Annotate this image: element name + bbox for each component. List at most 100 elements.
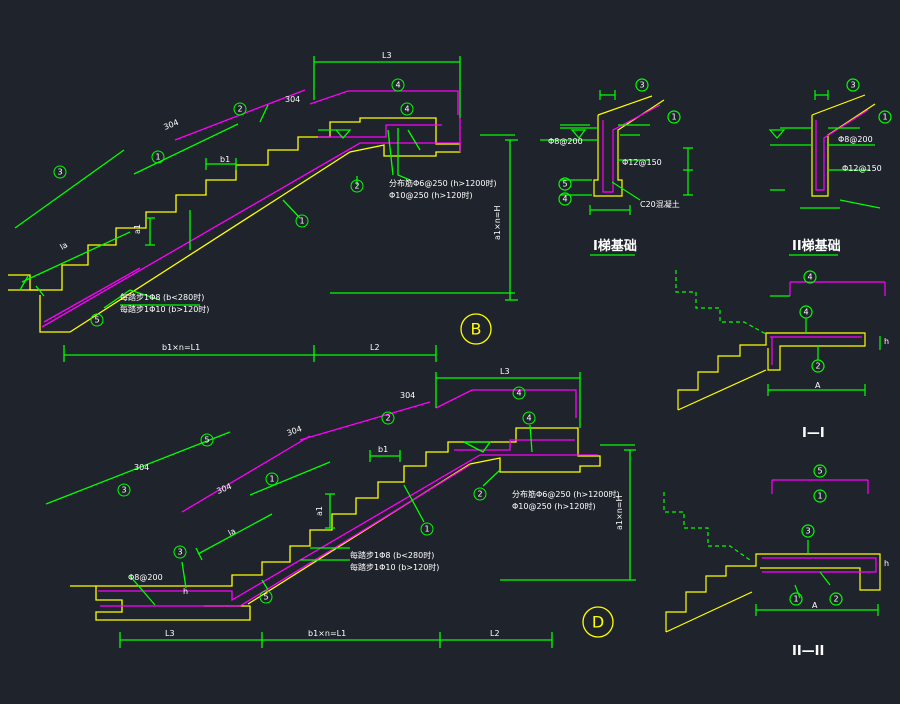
stair-b-markers <box>53 78 414 327</box>
stair-b-dims <box>19 56 518 362</box>
d-dim-n-b1: b1×n=L1 <box>308 629 346 638</box>
stair-d-slope-3 <box>45 431 231 505</box>
d-note-dist-b: Φ10@250 (h>120时) <box>512 501 596 511</box>
label-d-text: D <box>592 613 604 632</box>
marker-4a: 4 <box>395 81 400 90</box>
d-note-stair-a: 每踏步1Φ8 (b<280时) <box>350 550 434 560</box>
detail-ii-m3: 3 <box>850 81 855 90</box>
d-marker-1a: 1 <box>269 475 274 484</box>
detail-i-title: I梯基础 <box>593 238 637 254</box>
detail-i-m3: 3 <box>639 81 644 90</box>
section-i-labels: 4 4 2 A h I—I <box>802 273 889 442</box>
marker-3a: 3 <box>57 168 62 177</box>
marker-5a: 5 <box>94 316 99 325</box>
detail-i-bar200: Φ8@200 <box>548 137 583 146</box>
d-dim-a1: a1 <box>315 506 324 516</box>
stair-b-rebar-neg <box>318 124 442 138</box>
d-marker-5a: 5 <box>263 593 268 602</box>
stair-d-marker-text: 1 2 4 4 1 2 5 3 3 5 <box>121 389 531 602</box>
detail-ii-labels: 3 1 Φ8@200 Φ12@150 II梯基础 <box>792 81 888 255</box>
label-d: D <box>582 606 614 638</box>
stair-d <box>45 372 636 648</box>
stair-d-markers <box>117 386 536 604</box>
stair-b-slope-3 <box>14 149 125 229</box>
detail-i-m5: 5 <box>562 180 567 189</box>
label-b: B <box>460 313 492 345</box>
detail-i-bar150: Φ12@150 <box>622 158 662 167</box>
d-marker-2b: 2 <box>477 490 482 499</box>
stair-d-labels: b1 a1 L3 L3 b1×n=L1 L2 a1×n=H 304 304 30… <box>128 367 624 638</box>
d-lsn-3: 304 <box>134 463 149 472</box>
d-marker-2a: 2 <box>385 414 390 423</box>
stair-b <box>8 56 518 362</box>
sec-ii-m1b: 1 <box>793 595 798 604</box>
stair-b-rebar-main <box>41 142 460 328</box>
d-lsn-1: 304 <box>400 391 415 400</box>
d-dim-b1: b1 <box>378 445 388 454</box>
detail-ii-m1: 1 <box>882 113 887 122</box>
marker-1a: 1 <box>155 153 160 162</box>
section-ii <box>663 464 881 633</box>
stair-d-rebar-neg <box>454 439 575 451</box>
d-note-dist-a: 分布筋Φ6@250 (h>1200时) <box>512 489 620 499</box>
dim-n-a1-top: a1×n=H <box>493 206 502 240</box>
detail-ii-title: II梯基础 <box>792 238 841 254</box>
stair-b-labels: b1 a1 L3 b1×n=L1 L2 a1×n=H 304 304 la 分布… <box>59 51 503 352</box>
lsn-top-2: 304 <box>162 118 180 132</box>
sec-ii-dim-h: h <box>884 559 889 568</box>
stair-b-slope-4 <box>309 90 459 115</box>
sec-i-m4: 4 <box>807 273 812 282</box>
d-dim-l2: L2 <box>490 629 500 638</box>
d-marker-3b: 3 <box>121 486 126 495</box>
d-marker-1b: 1 <box>424 525 429 534</box>
stair-d-dims <box>119 372 636 648</box>
stair-d-rebar-main <box>98 454 598 602</box>
sec-ii-title: II—II <box>792 644 824 659</box>
sec-ii-m5: 5 <box>817 467 822 476</box>
stair-b-slope-1 <box>133 123 239 175</box>
detail-i-labels: 3 1 5 4 Φ12@150 Φ8@200 C20混凝土 I梯基础 <box>548 81 680 255</box>
detail-ii <box>768 78 892 209</box>
sec-ii-m2: 2 <box>833 595 838 604</box>
d-lsn-2: 304 <box>286 424 303 438</box>
dim-a1-top: a1 <box>133 224 142 234</box>
label-b-text: B <box>471 320 482 339</box>
detail-i-m4: 4 <box>562 195 567 204</box>
note-dist-b-top: Φ10@250 (h>120时) <box>389 190 473 200</box>
dim-l2-top: L2 <box>370 343 380 352</box>
marker-4b: 4 <box>404 105 409 114</box>
stair-d-rebar-bottom <box>100 464 471 607</box>
sec-ii-m3: 3 <box>805 527 810 536</box>
d-note-stair-b: 每踏步1Φ10 (b>120时) <box>350 562 439 572</box>
detail-i <box>540 78 693 215</box>
sec-i-m2: 2 <box>815 362 820 371</box>
dim-b1-top: b1 <box>220 155 230 164</box>
section-ii-labels: 5 1 3 1 2 A h II—II <box>792 467 889 660</box>
detail-ii-bar150: Φ12@150 <box>842 164 882 173</box>
stair-b-rebar-top <box>43 267 141 323</box>
stair-b-profile <box>8 117 461 333</box>
sec-i-dim-h: h <box>884 337 889 346</box>
stair-d-slope-2 <box>299 401 431 441</box>
d-lsn-4: 304 <box>215 482 233 496</box>
d-marker-5b: 5 <box>204 436 209 445</box>
d-marker-4a: 4 <box>516 389 521 398</box>
detail-i-mat: C20混凝土 <box>640 199 680 209</box>
lsn-top-1: 304 <box>285 95 300 104</box>
dim-n-b1-top: b1×n=L1 <box>162 343 200 352</box>
d-dim-l3: L3 <box>165 629 175 638</box>
stair-d-slope-1b <box>249 461 331 496</box>
detail-i-m1: 1 <box>671 113 676 122</box>
sec-i-title: I—I <box>802 426 825 441</box>
stair-b-leaders <box>103 104 515 309</box>
d-lsa: la <box>227 526 238 537</box>
stair-d-profile <box>70 427 601 621</box>
marker-2a: 2 <box>237 105 242 114</box>
marker-2b: 2 <box>354 182 359 191</box>
detail-ii-bar200: Φ8@200 <box>838 135 873 144</box>
marker-1b: 1 <box>299 217 304 226</box>
lsa-top: la <box>59 240 70 251</box>
stair-d-slope-4 <box>435 389 577 418</box>
